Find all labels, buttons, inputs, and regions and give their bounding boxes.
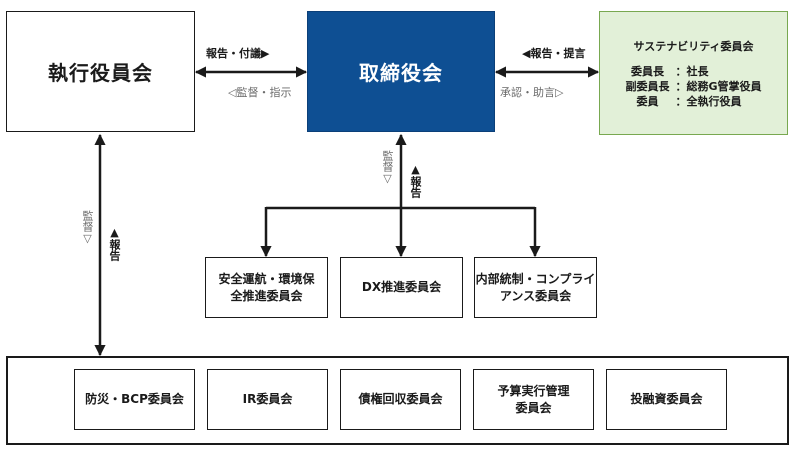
member-role: 副委員長 bbox=[625, 79, 670, 93]
safety-environment-committee-box: 安全運航・環境保 全推進委員会 bbox=[205, 257, 328, 318]
box-line: 予算実行管理 bbox=[497, 383, 570, 398]
label-report-propose: ◀報告・提言 bbox=[522, 47, 586, 60]
exec-officers-title: 執行役員会 bbox=[48, 61, 153, 85]
investment-committee-box: 投融資委員会 bbox=[606, 369, 727, 430]
member-sep: ： bbox=[675, 64, 687, 78]
box-line: 安全運航・環境保 bbox=[218, 271, 315, 286]
dx-committee-box: DX推進委員会 bbox=[340, 257, 463, 318]
label-left-report: ▲報告 bbox=[108, 226, 121, 261]
member-row: 委員 ： 全執行役員 bbox=[620, 94, 768, 109]
member-name: 全執行役員 bbox=[686, 94, 742, 108]
sustainability-committee-box: サステナビリティ委員会 委員長 ： 社長 副委員長 ： 総務G管掌役員 委員 ：… bbox=[599, 11, 788, 135]
member-name: 総務G管掌役員 bbox=[686, 79, 762, 93]
member-name: 社長 bbox=[686, 64, 709, 78]
sustainability-title: サステナビリティ委員会 bbox=[633, 39, 754, 53]
label-left-supervise: 監督▽ bbox=[81, 210, 94, 245]
label-mid-supervise: 監督▽ bbox=[381, 150, 394, 185]
board-title: 取締役会 bbox=[359, 61, 443, 85]
label-supervise-direct: ◁監督・指示 bbox=[228, 86, 292, 99]
box-line: 投融資委員会 bbox=[630, 392, 703, 406]
box-line: DX推進委員会 bbox=[361, 280, 442, 294]
label-approve-advise: 承認・助言▷ bbox=[500, 86, 564, 99]
member-row: 委員長 ： 社長 bbox=[620, 64, 768, 79]
disaster-bcp-committee-box: 防災・BCP委員会 bbox=[74, 369, 195, 430]
label-report-advise: 報告・付議▶ bbox=[206, 47, 270, 60]
member-role: 委員長 bbox=[631, 64, 664, 78]
box-line: 防災・BCP委員会 bbox=[85, 392, 184, 406]
member-row: 副委員長 ： 総務G管掌役員 bbox=[620, 79, 768, 94]
member-sep: ： bbox=[675, 94, 687, 108]
exec-officers-box: 執行役員会 bbox=[6, 11, 195, 132]
ir-committee-box: IR委員会 bbox=[207, 369, 328, 430]
box-line: IR委員会 bbox=[242, 392, 293, 406]
box-line: アンス委員会 bbox=[499, 288, 572, 303]
budget-execution-committee-box: 予算実行管理 委員会 bbox=[473, 369, 594, 430]
member-sep: ： bbox=[675, 79, 687, 93]
compliance-committee-box: 内部統制・コンプライ アンス委員会 bbox=[474, 257, 597, 318]
box-line: 委員会 bbox=[515, 400, 552, 415]
box-line: 債権回収委員会 bbox=[358, 392, 443, 406]
member-role: 委員 bbox=[636, 94, 659, 108]
box-line: 全推進委員会 bbox=[230, 288, 303, 303]
box-line: 内部統制・コンプライ bbox=[475, 271, 596, 286]
label-mid-report: ▲報告 bbox=[409, 163, 422, 198]
board-box: 取締役会 bbox=[307, 11, 495, 132]
debt-collection-committee-box: 債権回収委員会 bbox=[340, 369, 461, 430]
